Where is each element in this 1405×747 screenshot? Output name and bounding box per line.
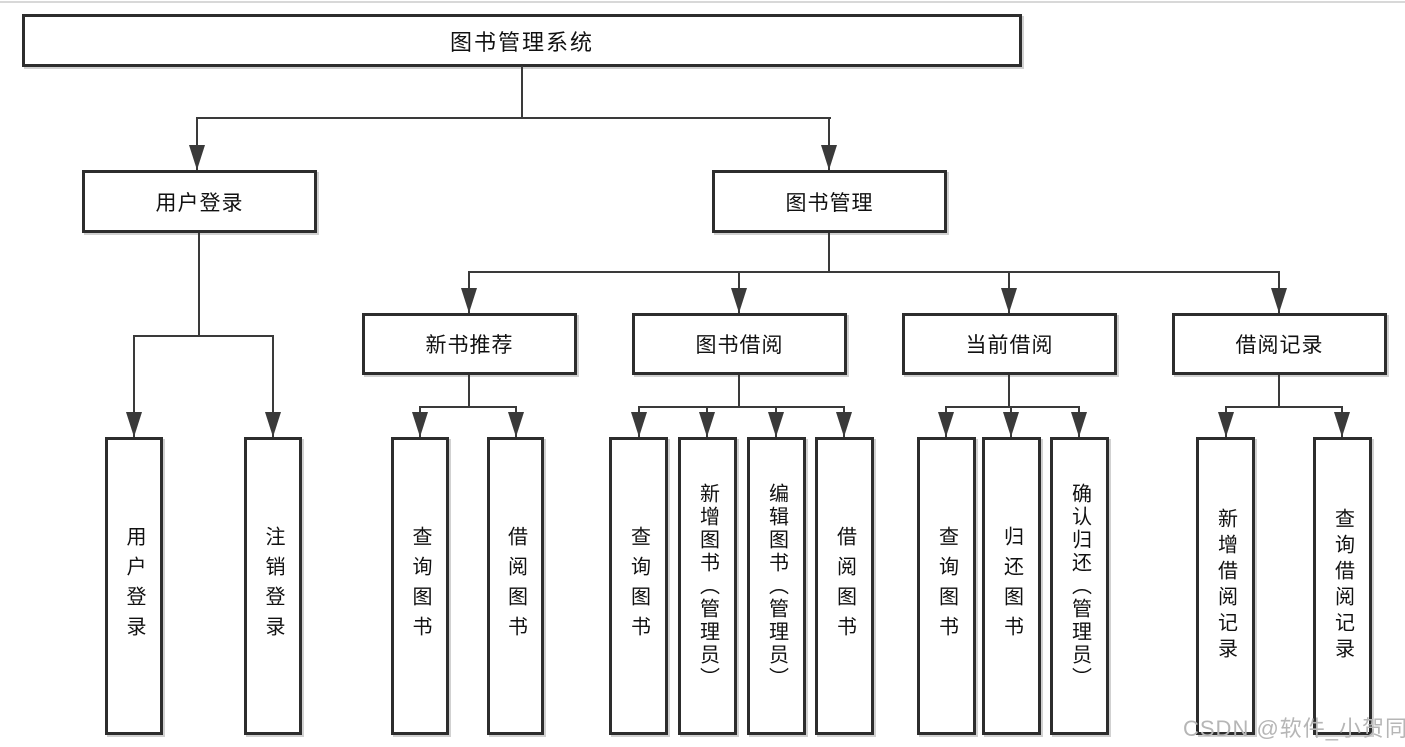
node-user-login: 用户登录 (82, 170, 317, 233)
connector-line (134, 335, 274, 337)
leaf-user-login: 用户登录 (105, 437, 163, 735)
connector-line (1278, 375, 1280, 407)
leaf-add-books-admin: 新增图书（管理员） (678, 437, 737, 735)
page-top-divider (0, 1, 1405, 3)
leaf-query-books-current: 查询图书 (917, 437, 976, 735)
leaf-borrow-books-recommend: 借阅图书 (487, 437, 544, 735)
connector-line (639, 406, 845, 408)
connector-line (946, 406, 1080, 408)
node-new-book-recommend: 新书推荐 (362, 313, 577, 375)
node-label: 图书管理系统 (449, 29, 594, 55)
leaf-edit-books-admin: 编辑图书（管理员） (747, 437, 806, 735)
arrowhead-down (699, 412, 715, 437)
arrowhead-down (1218, 412, 1234, 437)
connector-line (272, 335, 274, 437)
node-label: 查询图书 (409, 526, 431, 646)
arrowhead-down (1334, 412, 1350, 437)
arrowhead-down (189, 145, 205, 170)
arrowhead-down (508, 412, 524, 437)
arrowhead-down (631, 412, 647, 437)
leaf-query-borrow-record: 查询借阅记录 (1313, 437, 1372, 735)
node-label: 注销登录 (262, 526, 284, 646)
leaf-add-borrow-record: 新增借阅记录 (1196, 437, 1255, 735)
leaf-confirm-return-admin: 确认归还（管理员） (1050, 437, 1109, 735)
node-root: 图书管理系统 (22, 14, 1022, 67)
connector-line (738, 375, 740, 407)
connector-line (198, 233, 200, 336)
node-label: 查询借阅记录 (1331, 508, 1354, 664)
arrowhead-down (731, 288, 747, 313)
node-book-management: 图书管理 (712, 170, 947, 233)
arrowhead-down (1071, 412, 1087, 437)
connector-line (1226, 406, 1343, 408)
arrowhead-down (412, 412, 428, 437)
arrowhead-down (461, 288, 477, 313)
leaf-return-books: 归还图书 (982, 437, 1041, 735)
arrowhead-down (265, 412, 281, 437)
leaf-logout: 注销登录 (244, 437, 302, 735)
arrowhead-down (768, 412, 784, 437)
leaf-query-books-borrow: 查询图书 (609, 437, 668, 735)
node-label: 当前借阅 (965, 334, 1054, 357)
connector-line (469, 271, 1280, 273)
arrowhead-down (1003, 412, 1019, 437)
arrowhead-down (938, 412, 954, 437)
arrowhead-down (836, 412, 852, 437)
node-label: 归还图书 (1000, 526, 1023, 646)
node-label: 查询图书 (935, 526, 958, 646)
node-borrow-records: 借阅记录 (1172, 313, 1387, 375)
node-label: 查询图书 (627, 526, 650, 646)
node-label: 图书管理 (785, 191, 874, 215)
node-label: 新书推荐 (425, 334, 514, 357)
connector-line (828, 233, 830, 272)
node-current-borrow: 当前借阅 (902, 313, 1117, 375)
arrowhead-down (821, 145, 837, 170)
node-label: 借阅图书 (504, 526, 527, 646)
connector-line (196, 117, 198, 170)
node-label: 确认归还（管理员） (1068, 482, 1091, 690)
connector-line (828, 117, 830, 170)
node-label: 用户登录 (123, 526, 145, 646)
connector-line (133, 335, 135, 437)
node-book-borrow: 图书借阅 (632, 313, 847, 375)
arrowhead-down (1001, 288, 1017, 313)
node-label: 借阅记录 (1235, 334, 1324, 357)
node-label: 新增借阅记录 (1214, 508, 1237, 664)
node-label: 用户登录 (155, 191, 244, 215)
node-label: 图书借阅 (695, 334, 784, 357)
connector-line (420, 406, 517, 408)
connector-line (468, 375, 470, 407)
connector-line (197, 117, 831, 119)
node-label: 编辑图书（管理员） (765, 482, 788, 690)
leaf-query-books-recommend: 查询图书 (391, 437, 449, 735)
leaf-borrow-books: 借阅图书 (815, 437, 874, 735)
node-label: 新增图书（管理员） (696, 482, 719, 690)
node-label: 借阅图书 (833, 526, 856, 646)
connector-line (521, 66, 523, 117)
arrowhead-down (1271, 288, 1287, 313)
arrowhead-down (126, 412, 142, 437)
connector-line (1008, 375, 1010, 407)
csdn-watermark: CSDN @软件_小贺同学 (1183, 716, 1405, 741)
